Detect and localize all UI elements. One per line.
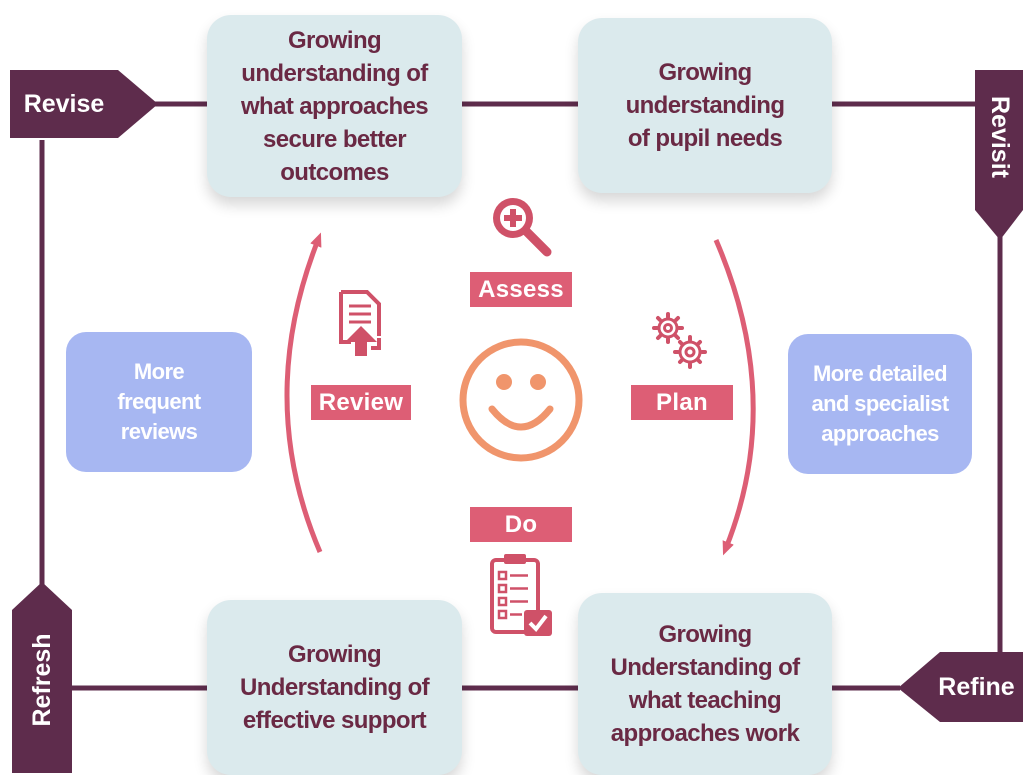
review-to-assess-arrow (284, 232, 323, 553)
revisit-ribbon (975, 70, 1023, 240)
box-bottom-left: Growing Understanding of effective suppo… (207, 600, 462, 775)
plan-label: Plan (631, 385, 733, 420)
review-label: Review (311, 385, 411, 420)
document-upload-icon (339, 290, 381, 356)
side-box-right: More detailed and specialist approaches (788, 334, 972, 474)
do-label: Do (470, 507, 572, 542)
refresh-ribbon (12, 582, 72, 773)
outer-frame (39, 101, 1003, 691)
revisit-label: Revisit (986, 96, 1015, 178)
refresh-label: Refresh (27, 633, 56, 727)
revise-ribbon (10, 70, 158, 138)
plan-to-do-arrow (713, 239, 756, 556)
clipboard-checklist-icon (490, 554, 552, 636)
refine-label: Refine (938, 672, 1015, 701)
revise-label: Revise (23, 89, 105, 118)
box-top-left: Growing understanding of what approaches… (207, 15, 462, 197)
box-bottom-right: Growing Understanding of what teaching a… (578, 593, 832, 775)
assess-label: Assess (470, 272, 572, 307)
refine-ribbon (898, 652, 1023, 722)
smiley-face-icon (459, 338, 583, 462)
side-box-left: More frequent reviews (66, 332, 252, 472)
gears-icon (652, 312, 707, 369)
box-top-right: Growing understanding of pupil needs (578, 18, 832, 193)
magnifier-plus-icon (493, 198, 552, 257)
